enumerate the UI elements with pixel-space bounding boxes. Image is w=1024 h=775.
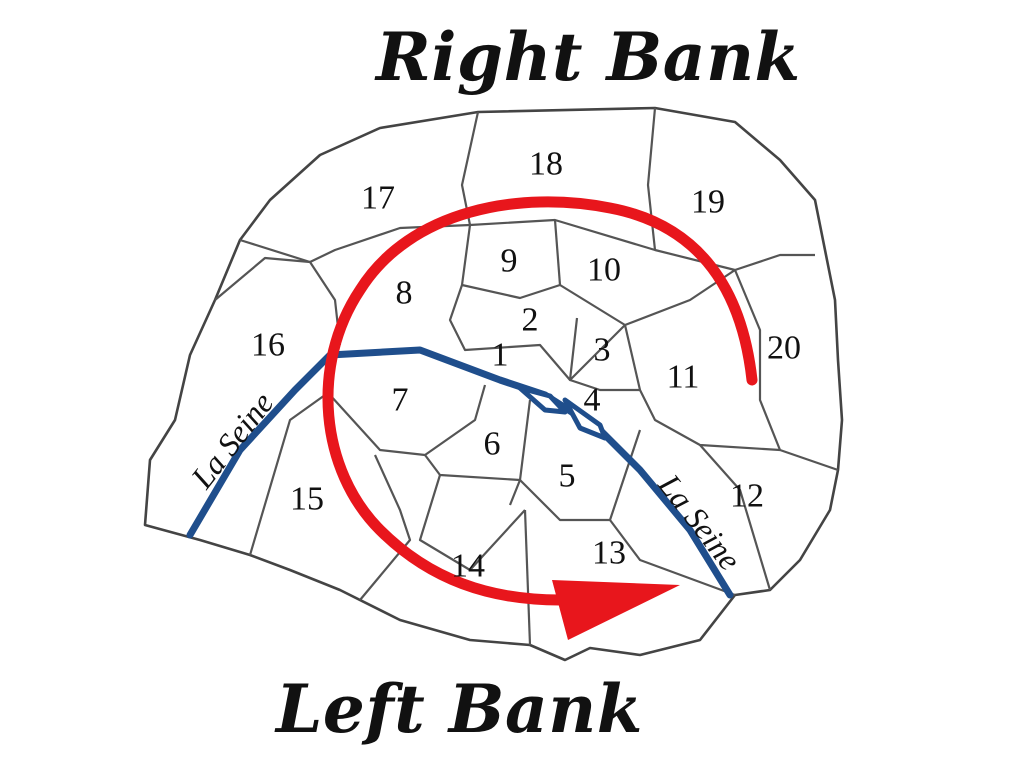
arrondissement-label: 19: [691, 184, 725, 221]
arrondissement-label: 16: [251, 327, 285, 364]
arrondissement-label: 11: [667, 359, 700, 396]
seine-river: [186, 346, 734, 599]
arrondissement-label: 15: [290, 481, 324, 518]
arrondissement-label: 2: [522, 302, 539, 339]
arrondissement-label: 13: [592, 535, 626, 572]
arrondissement-labels: 1 2 3 4 5 6 7 8 9 10 11 12 13 14 15 16 1…: [251, 146, 801, 585]
arrondissement-borders: [214, 107, 839, 646]
seine-islands: [517, 385, 608, 441]
arrondissement-label: 8: [396, 275, 413, 312]
arrondissement-label: 18: [529, 146, 563, 183]
arrondissement-label: 6: [484, 426, 501, 463]
arrondissement-label: 20: [767, 330, 801, 367]
left-bank-title: Left Bank: [276, 670, 644, 748]
arrondissement-label: 10: [587, 252, 621, 289]
arrondissement-label: 5: [559, 458, 576, 495]
arrondissement-label: 3: [594, 332, 611, 369]
spiral-arrowhead: [552, 580, 680, 640]
arrondissement-label: 4: [584, 382, 601, 419]
right-bank-title: Right Bank: [376, 18, 801, 96]
arrondissement-label: 17: [361, 180, 395, 217]
arrondissement-label: 1: [492, 337, 509, 374]
arrondissement-label: 12: [730, 478, 764, 515]
spiral-arrow: [322, 196, 758, 606]
city-boundary: [143, 106, 844, 662]
arrondissement-label: 7: [392, 382, 409, 419]
arrondissement-label: 9: [501, 243, 518, 280]
arrondissement-label: 14: [451, 548, 485, 585]
